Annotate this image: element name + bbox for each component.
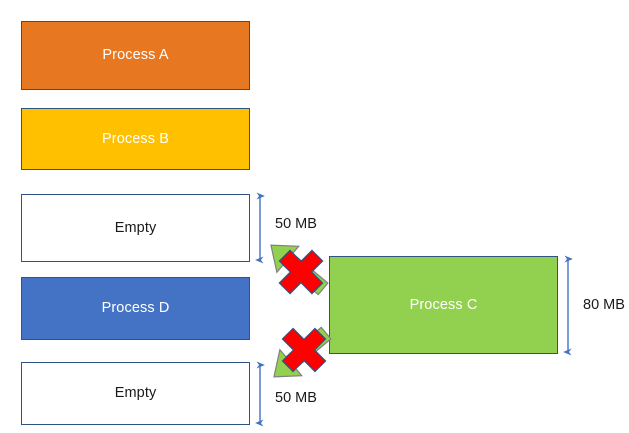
dimension-label-process-c: 80 MB	[583, 297, 625, 313]
memory-block-label: Process A	[102, 47, 169, 64]
dimension-label-empty-bottom: 50 MB	[275, 390, 317, 406]
memory-block-empty-top: Empty	[21, 194, 250, 262]
blocked-x-icon-bottom	[281, 327, 327, 373]
memory-block-label: Process D	[101, 300, 170, 317]
memory-block-label: Process C	[409, 296, 478, 313]
dimension-label-empty-top: 50 MB	[275, 216, 317, 232]
memory-block-process-c: Process C	[329, 256, 558, 354]
blocked-x-icon-top	[278, 249, 324, 295]
memory-block-label: Empty	[114, 219, 157, 236]
memory-block-empty-bottom: Empty	[21, 362, 250, 425]
memory-block-label: Process B	[102, 130, 169, 147]
memory-block-process-a: Process A	[21, 21, 250, 90]
memory-block-process-b: Process B	[21, 108, 250, 170]
move-arrow-to-empty-bottom	[273, 326, 332, 378]
move-arrow-to-empty-top	[270, 244, 329, 296]
memory-block-process-d: Process D	[21, 277, 250, 340]
memory-block-label: Empty	[114, 385, 157, 402]
